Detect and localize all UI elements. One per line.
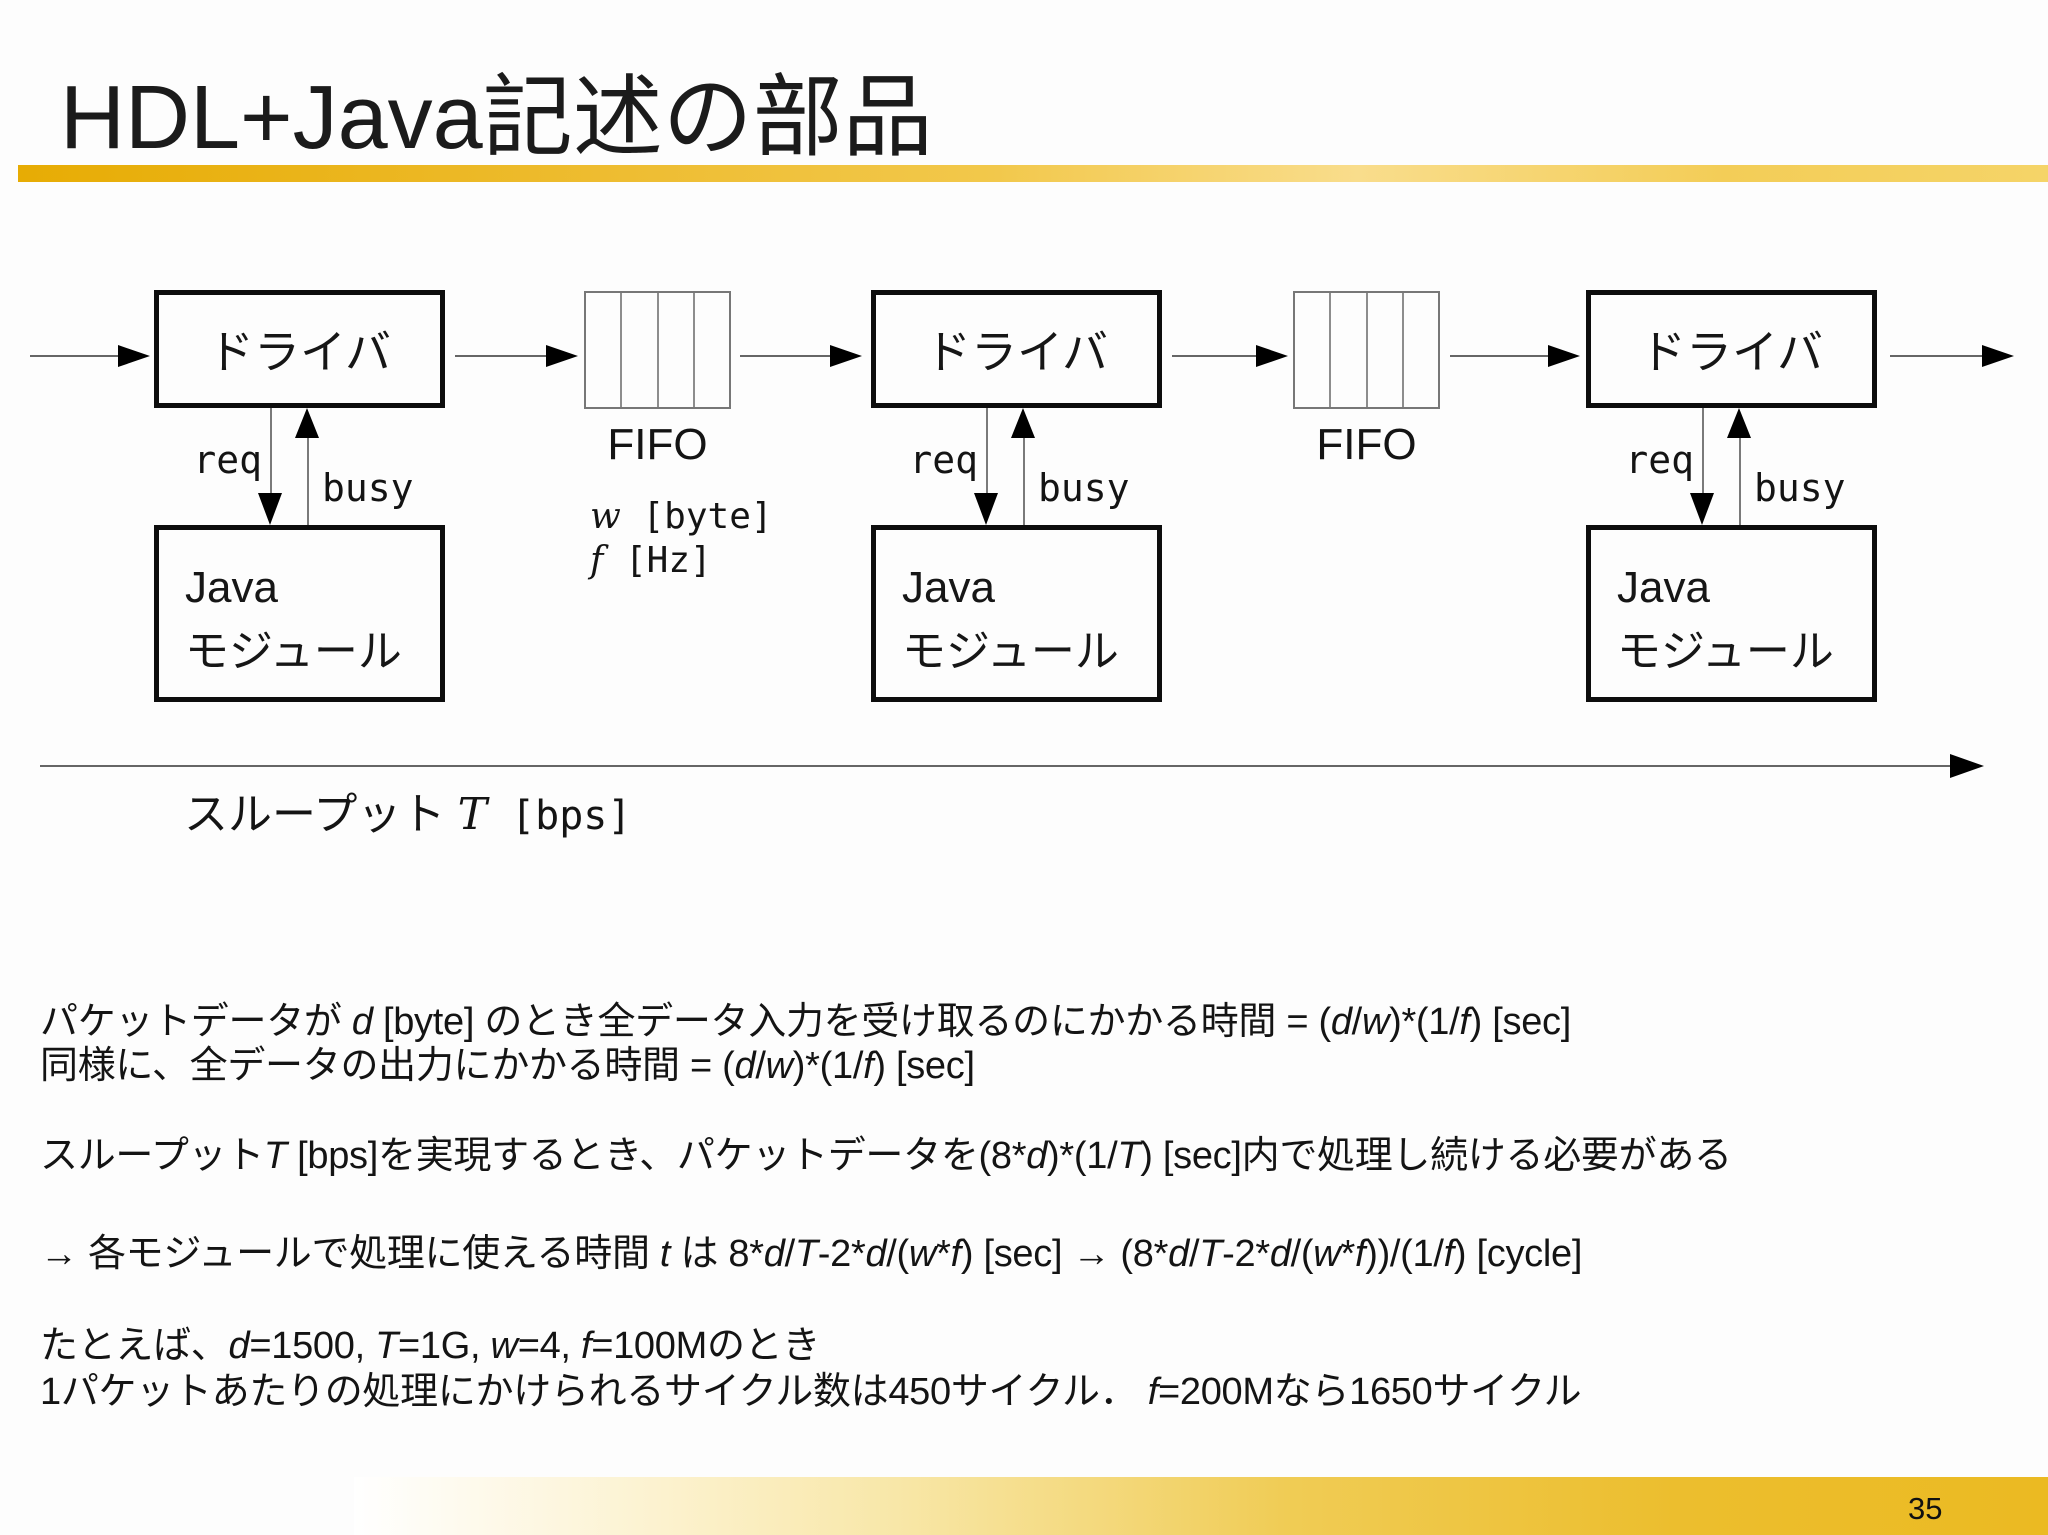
- busy-line: [1739, 436, 1741, 525]
- java-label: Java: [902, 563, 995, 612]
- throughput-label: スループット T [bps]: [184, 789, 632, 840]
- req-label: req: [193, 438, 262, 482]
- busy-label: busy: [322, 466, 414, 510]
- body-line-1: パケットデータが d [byte] のとき全データ入力を受け取るのにかかる時間 …: [40, 1001, 1572, 1043]
- fifo-cell: [586, 293, 623, 407]
- req-label: req: [1625, 438, 1694, 482]
- body-line-3: スループットT [bps]を実現するとき、パケットデータを(8*d)*(1/T)…: [40, 1135, 1732, 1177]
- throughput-arrow-head: [1950, 754, 1984, 778]
- driver-label: ドライバ: [924, 326, 1109, 378]
- busy-arrow-head: [1011, 408, 1035, 438]
- arrow-shaft: [740, 355, 830, 357]
- java-module-box-1: Java モジュール: [154, 525, 445, 702]
- java-module-label: モジュール: [1617, 626, 1834, 676]
- fifo-cell: [1368, 293, 1404, 407]
- arrow-head: [546, 345, 578, 367]
- busy-arrow-head: [295, 408, 319, 438]
- fifo-cell: [622, 293, 659, 407]
- driver-box-1: ドライバ: [154, 290, 445, 408]
- fifo-cell: [695, 293, 729, 407]
- input-arrow-head: [118, 345, 150, 367]
- arrow-shaft: [455, 355, 546, 357]
- output-arrow-head: [1982, 345, 2014, 367]
- page-title: HDL+Java記述の部品: [60, 68, 933, 168]
- page-number: 35: [1908, 1491, 1943, 1526]
- req-line: [986, 408, 988, 500]
- output-arrow-shaft: [1890, 355, 1982, 357]
- fifo-cell: [659, 293, 695, 407]
- busy-arrow-head: [1727, 408, 1751, 438]
- req-line: [1702, 408, 1704, 500]
- body-line-4: → 各モジュールで処理に使える時間 t は 8*d/T-2*d/(w*f) [s…: [40, 1233, 1583, 1275]
- req-arrow-head: [258, 493, 282, 525]
- arrow-head: [1256, 345, 1288, 367]
- arrow-head: [1548, 345, 1580, 367]
- fifo-box-1: [584, 291, 731, 409]
- driver-label: ドライバ: [207, 326, 392, 378]
- footer-accent-bar: [354, 1477, 2048, 1535]
- title-accent-bar: [18, 165, 2048, 182]
- fifo-param-width: w [byte]: [590, 496, 773, 537]
- busy-line: [307, 436, 309, 525]
- java-module-label: モジュール: [185, 626, 402, 676]
- fifo-cell: [1404, 293, 1438, 407]
- fifo-label-2: FIFO: [1316, 420, 1417, 469]
- busy-line: [1023, 436, 1025, 525]
- busy-label: busy: [1038, 466, 1130, 510]
- fifo-cell: [1295, 293, 1332, 407]
- body-line-5: たとえば、d=1500, T=1G, w=4, f=100Mのとき: [40, 1325, 821, 1367]
- java-module-label: モジュール: [902, 626, 1119, 676]
- body-line-6: 1パケットあたりの処理にかけられるサイクル数は450サイクル． f=200Mなら…: [40, 1371, 1582, 1413]
- fifo-box-2: [1293, 291, 1440, 409]
- busy-label: busy: [1754, 466, 1846, 510]
- req-arrow-head: [1690, 493, 1714, 525]
- java-module-box-2: Java モジュール: [871, 525, 1162, 702]
- body-line-2: 同様に、全データの出力にかかる時間 = (d/w)*(1/f) [sec]: [40, 1045, 975, 1087]
- driver-label: ドライバ: [1639, 326, 1824, 378]
- req-line: [270, 408, 272, 500]
- req-arrow-head: [974, 493, 998, 525]
- java-label: Java: [185, 563, 278, 612]
- driver-box-2: ドライバ: [871, 290, 1162, 408]
- arrow-shaft: [1450, 355, 1548, 357]
- arrow-shaft: [1172, 355, 1256, 357]
- java-label: Java: [1617, 563, 1710, 612]
- throughput-arrow-shaft: [40, 765, 1952, 767]
- fifo-cell: [1331, 293, 1368, 407]
- arrow-head: [830, 345, 862, 367]
- input-arrow-shaft: [30, 355, 118, 357]
- fifo-param-freq: f [Hz]: [590, 540, 712, 581]
- req-label: req: [909, 438, 978, 482]
- java-module-box-3: Java モジュール: [1586, 525, 1877, 702]
- driver-box-3: ドライバ: [1586, 290, 1877, 408]
- fifo-label-1: FIFO: [607, 420, 708, 469]
